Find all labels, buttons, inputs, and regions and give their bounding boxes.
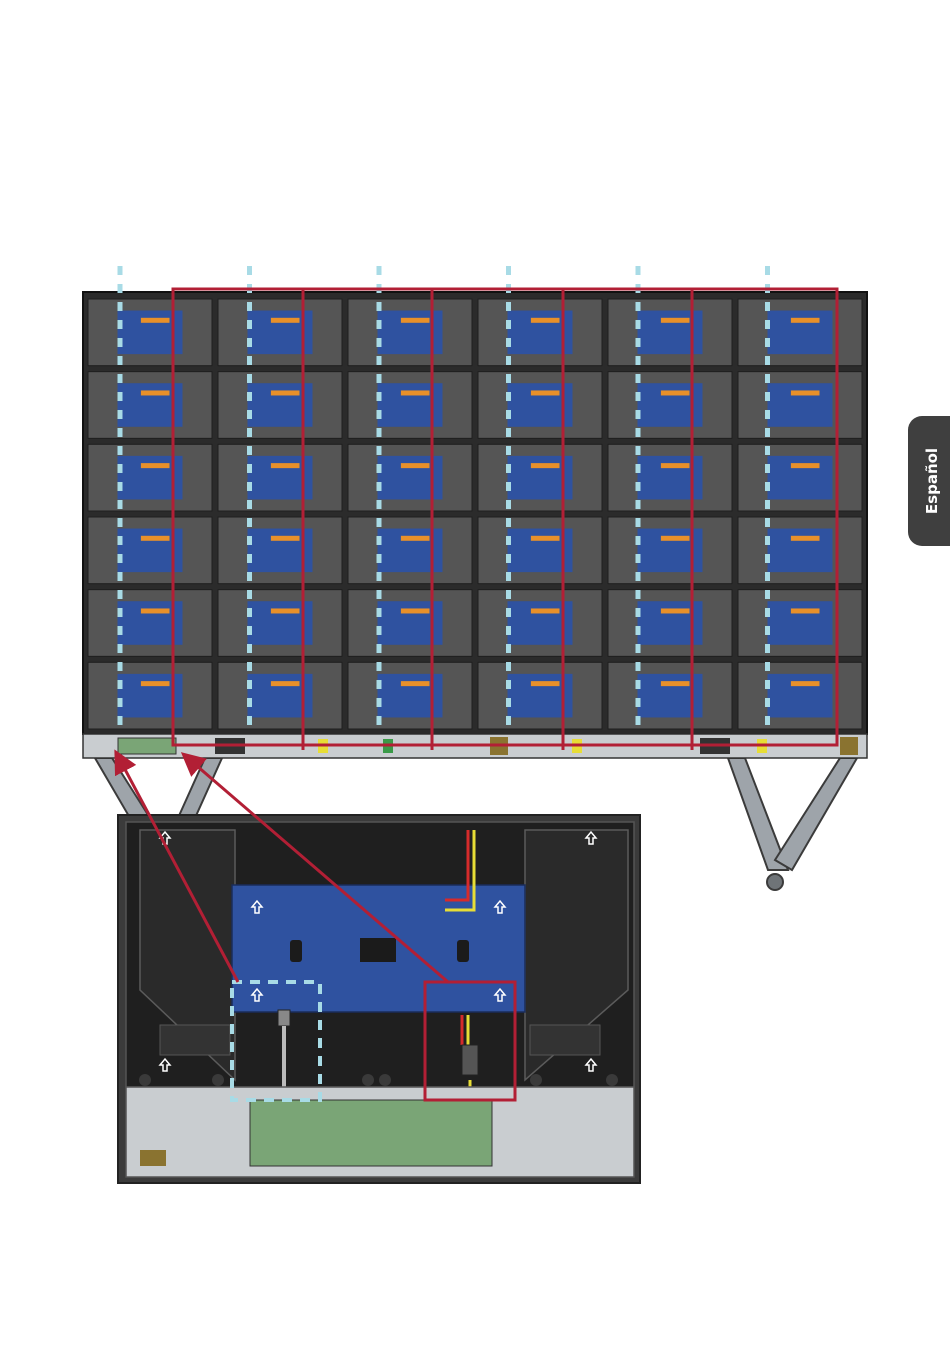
orange-tag: [141, 318, 170, 323]
orange-tag: [791, 318, 820, 323]
orange-tag: [791, 536, 820, 541]
orange-tag: [661, 608, 690, 613]
inset-power-connector: [462, 1045, 478, 1075]
orange-tag: [271, 681, 300, 686]
orange-tag: [791, 608, 820, 613]
orange-tag: [531, 536, 560, 541]
orange-tag: [531, 681, 560, 686]
orange-tag: [141, 536, 170, 541]
module-board: [768, 383, 833, 427]
inset-data-connector: [278, 1010, 290, 1026]
orange-tag: [271, 390, 300, 395]
rail-gold-block-2: [840, 737, 858, 755]
orange-tag: [531, 318, 560, 323]
orange-tag: [271, 463, 300, 468]
module-board: [768, 456, 833, 500]
inset-slot-1: [290, 940, 302, 962]
orange-tag: [401, 463, 430, 468]
inset-chip: [360, 938, 396, 962]
orange-tag: [141, 463, 170, 468]
orange-tag: [531, 463, 560, 468]
inset-connector-board: [250, 1100, 492, 1166]
module-board: [768, 311, 833, 355]
orange-tag: [401, 318, 430, 323]
orange-tag: [661, 390, 690, 395]
orange-tag: [791, 390, 820, 395]
orange-tag: [661, 463, 690, 468]
orange-tag: [401, 681, 430, 686]
module-board: [768, 674, 833, 718]
module-board: [768, 529, 833, 573]
stand-right-leg-brace: [775, 758, 857, 870]
orange-tag: [401, 390, 430, 395]
orange-tag: [141, 681, 170, 686]
orange-tag: [401, 608, 430, 613]
orange-tag: [661, 318, 690, 323]
orange-tag: [141, 608, 170, 613]
orange-tag: [531, 390, 560, 395]
orange-tag: [271, 536, 300, 541]
orange-tag: [661, 536, 690, 541]
orange-tag: [661, 681, 690, 686]
orange-tag: [271, 608, 300, 613]
led-video-wall: [83, 292, 867, 758]
inset-fan-right: [530, 1025, 600, 1055]
orange-tag: [531, 608, 560, 613]
orange-tag: [791, 463, 820, 468]
inset-fan-left: [160, 1025, 230, 1055]
orange-tag: [271, 318, 300, 323]
inset-slot-2: [457, 940, 469, 962]
rail-connector-board-highlight: [118, 738, 176, 754]
module-board: [768, 601, 833, 645]
caster-wheel: [767, 874, 783, 890]
cabinet-rear-detail-inset: [118, 815, 640, 1183]
orange-tag: [401, 536, 430, 541]
orange-tag: [141, 390, 170, 395]
orange-tag: [791, 681, 820, 686]
inset-gold-port: [140, 1150, 166, 1166]
